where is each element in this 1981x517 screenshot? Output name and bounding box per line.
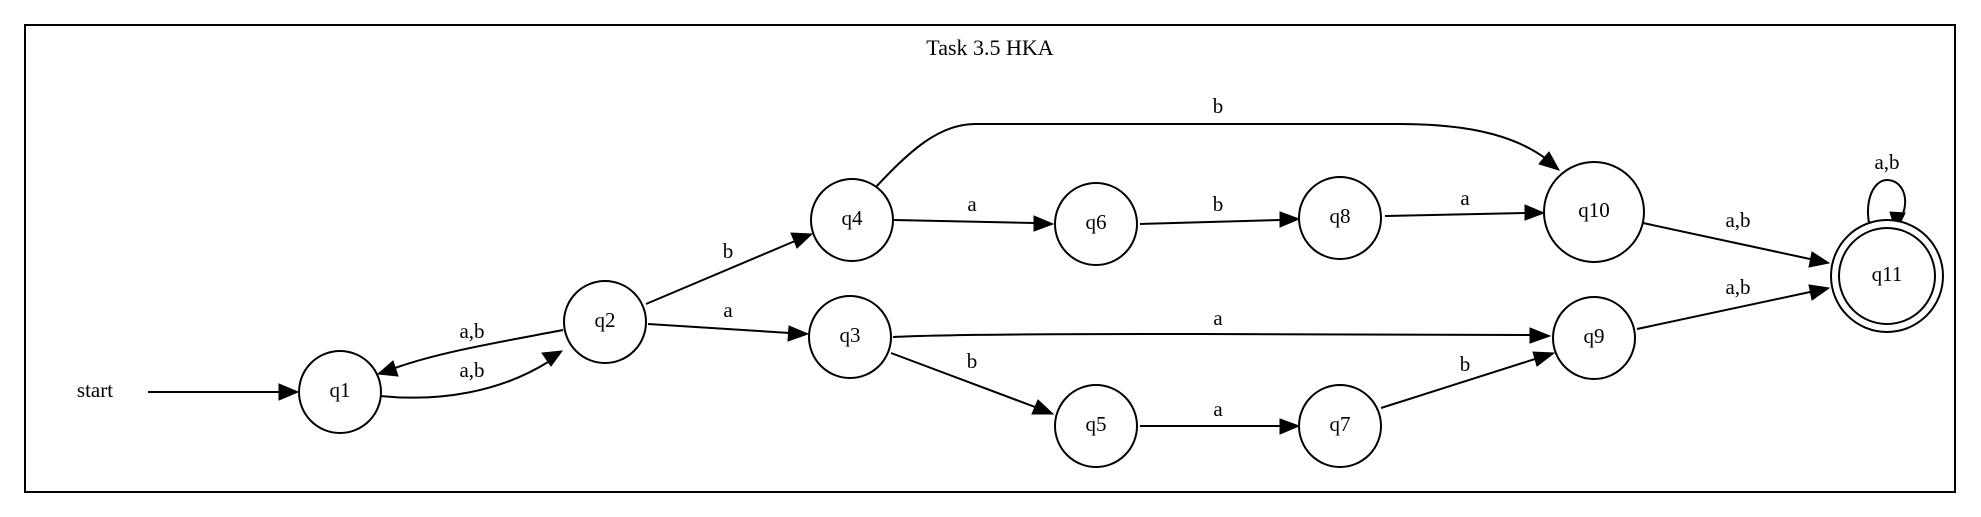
transition-label: b	[1213, 192, 1224, 216]
state-q11: q11	[1830, 219, 1944, 333]
transition-label: b	[967, 349, 978, 373]
state-q6: q6	[1054, 182, 1138, 266]
diagram-frame	[24, 24, 1956, 493]
state-label: q9	[1584, 324, 1605, 348]
start-arrow: start	[77, 378, 300, 402]
transition-q1-q2: a,b	[379, 350, 564, 399]
transition-label: b	[723, 239, 734, 263]
transition-label: a	[1213, 397, 1223, 421]
state-label: q10	[1578, 198, 1610, 222]
transition-q2-q3: a	[647, 298, 810, 342]
state-label: q6	[1086, 210, 1107, 234]
transition-label: a	[1213, 306, 1223, 330]
start-label: start	[77, 378, 113, 402]
transition-q3-q9: a	[892, 306, 1552, 344]
state-label: q1	[330, 378, 351, 402]
state-q5: q5	[1054, 384, 1138, 468]
transition-q8-q10: a	[1384, 186, 1546, 221]
transition-q10-q11: a,b	[1642, 208, 1831, 268]
transition-q4-q10: b	[874, 94, 1561, 189]
state-label: q4	[842, 206, 864, 230]
transition-label: a,b	[459, 358, 484, 382]
state-label: q11	[1872, 262, 1903, 286]
transition-label: a,b	[459, 319, 484, 343]
state-label: q2	[595, 308, 616, 332]
transition-label: b	[1460, 352, 1471, 376]
state-q4: q4	[810, 178, 894, 262]
diagram-title: Task 3.5 HKA	[926, 35, 1054, 60]
state-label: q8	[1330, 204, 1351, 228]
state-label: q5	[1086, 412, 1107, 436]
state-q9: q9	[1552, 296, 1636, 380]
transition-label: b	[1213, 94, 1224, 118]
transition-q3-q5: b	[890, 349, 1055, 415]
transition-label: a	[967, 192, 977, 216]
transition-label: a	[1460, 186, 1470, 210]
state-q8: q8	[1298, 176, 1382, 260]
transition-label: a,b	[1874, 150, 1899, 174]
state-label: q3	[840, 323, 861, 347]
transition-q7-q9: b	[1380, 351, 1556, 409]
state-q10: q10	[1543, 161, 1645, 263]
transition-q9-q11: a,b	[1636, 275, 1831, 330]
transition-label: a	[723, 298, 733, 322]
state-q3: q3	[808, 295, 892, 379]
state-q7: q7	[1298, 384, 1382, 468]
transition-label: a,b	[1725, 275, 1750, 299]
state-q2: q2	[563, 280, 647, 364]
transition-label: a,b	[1725, 208, 1750, 232]
transition-q2-q4: b	[645, 232, 814, 305]
transition-q5-q7: a	[1140, 397, 1301, 435]
transition-q6-q8: b	[1139, 192, 1301, 228]
state-label: q7	[1330, 412, 1351, 436]
transition-q4-q6: a	[893, 192, 1055, 232]
transition-q2-q1: a,b	[376, 319, 564, 377]
state-q1: q1	[298, 350, 382, 434]
